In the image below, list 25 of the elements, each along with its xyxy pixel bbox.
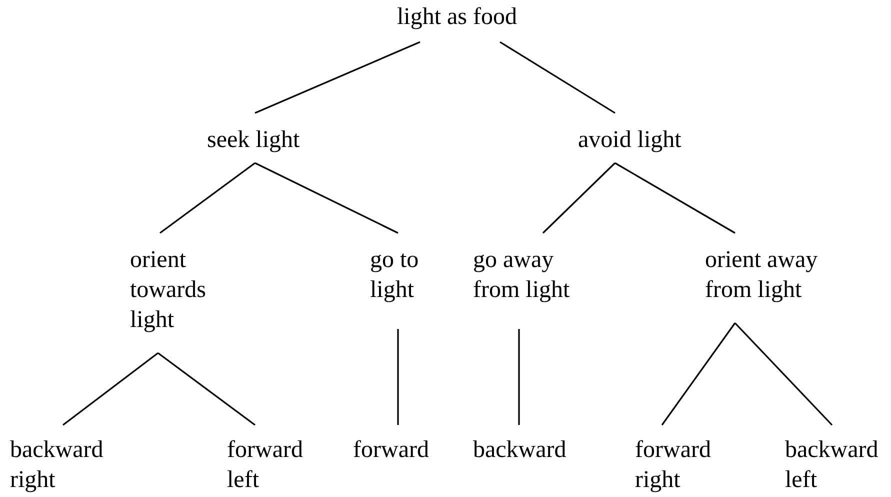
tree-branch-line <box>254 162 398 234</box>
node-label: backward right <box>10 436 104 495</box>
tree-branch-line <box>397 329 399 425</box>
node-label: seek light <box>207 126 300 155</box>
node-label: forward left <box>227 436 304 495</box>
tree-branch-line <box>254 41 420 114</box>
node-label: go away from light <box>473 246 571 305</box>
tree-branch-line <box>542 162 616 234</box>
tree-branch-line <box>62 352 158 426</box>
node-label: forward <box>353 436 429 465</box>
tree-branch-line <box>500 41 616 114</box>
tree-branch-line <box>160 162 256 234</box>
node-label: orient away from light <box>705 246 819 305</box>
tree-branch-line <box>734 322 833 426</box>
tree-branch-line <box>158 352 256 426</box>
node-label: backward <box>473 436 566 465</box>
node-label: light as food <box>397 3 517 32</box>
node-label: orient towards light <box>130 246 207 335</box>
tree-branch-line <box>518 329 520 425</box>
node-label: backward left <box>785 436 880 495</box>
tree-branch-line <box>661 322 736 426</box>
node-label: avoid light <box>578 126 682 155</box>
node-label: forward right <box>635 436 712 495</box>
node-label: go to light <box>370 246 420 305</box>
tree-branch-line <box>614 162 736 234</box>
